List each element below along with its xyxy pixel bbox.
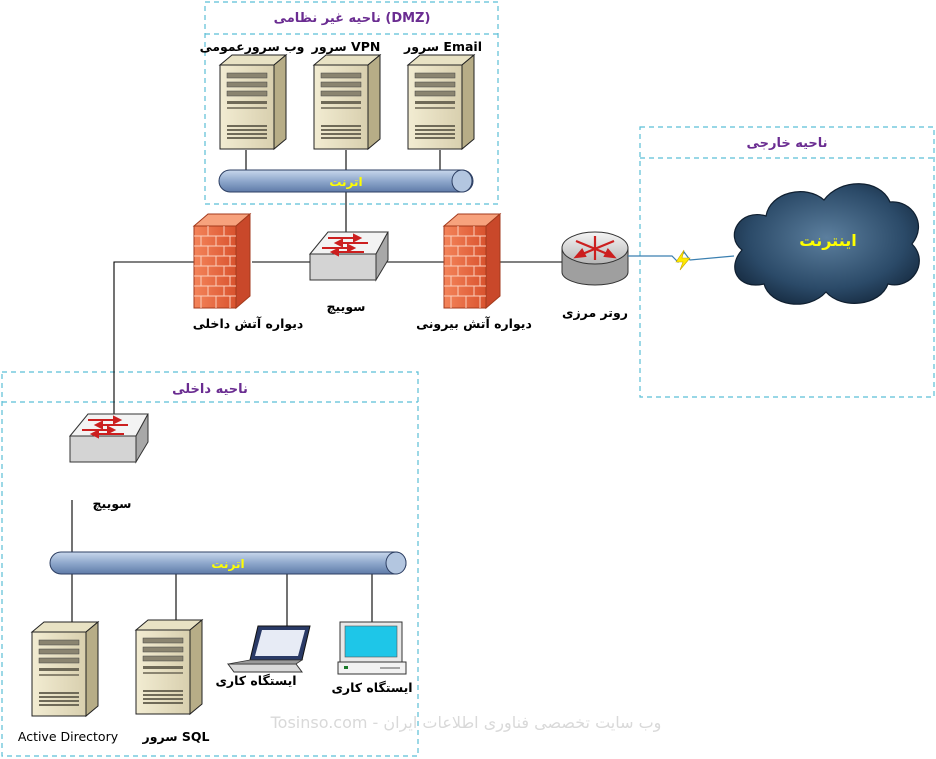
internal-switch: سوییچ bbox=[69, 413, 149, 511]
border-router: روتر مرزی bbox=[561, 231, 629, 320]
dmz-ethernet-bus: اترنت bbox=[218, 169, 474, 193]
sql-server-label: سرور SQL bbox=[142, 729, 210, 744]
vpn-server: سرور VPN bbox=[311, 39, 381, 150]
watermark: Tosinso.com - وب سایت تخصصی فناوری اطلاع… bbox=[270, 713, 662, 733]
internal-zone-label: ناحیه داخلی bbox=[172, 382, 248, 397]
desktop-label: ایستگاه کاری bbox=[331, 680, 412, 695]
internet-label: اینترنت bbox=[799, 231, 856, 250]
dmz-bus-label: اترنت bbox=[329, 175, 362, 189]
internal-bus-label: اترنت bbox=[211, 557, 244, 571]
dmz-zone: ناحیه غیر نظامی (DMZ) bbox=[204, 1, 499, 205]
email-server: سرور Email bbox=[403, 39, 482, 150]
external-zone-label: ناحیه خارجی bbox=[746, 136, 827, 151]
internal-ethernet-bus: اترنت bbox=[49, 551, 407, 575]
dmz-zone-label: ناحیه غیر نظامی (DMZ) bbox=[274, 11, 431, 26]
core-switch: سوییچ bbox=[309, 231, 389, 314]
internal-firewall: دیواره آتش داخلی bbox=[193, 213, 304, 331]
internal-firewall-label: دیواره آتش داخلی bbox=[193, 316, 304, 331]
active-directory-server: Active Directory bbox=[18, 621, 119, 744]
vpn-server-label: سرور VPN bbox=[311, 39, 381, 54]
laptop-label: ایستگاه کاری bbox=[215, 673, 296, 688]
connection-wires bbox=[71, 150, 564, 626]
external-zone: ناحیه خارجی bbox=[639, 126, 935, 398]
desktop-workstation: ایستگاه کاری bbox=[331, 621, 413, 695]
external-firewall-label: دیواره آتش بیرونی bbox=[416, 316, 532, 331]
sql-server: سرور SQL bbox=[135, 619, 210, 744]
core-switch-label: سوییچ bbox=[327, 299, 366, 314]
active-directory-label: Active Directory bbox=[18, 729, 119, 744]
internet-cloud: اینترنت bbox=[733, 183, 920, 305]
web-server-label: وب سرورعمومی bbox=[200, 39, 305, 54]
border-router-label: روتر مرزی bbox=[562, 305, 628, 320]
laptop-workstation: ایستگاه کاری bbox=[215, 625, 311, 688]
email-server-label: سرور Email bbox=[403, 39, 482, 54]
internal-switch-label: سوییچ bbox=[93, 496, 132, 511]
web-server: وب سرورعمومی bbox=[200, 39, 305, 150]
internal-zone: ناحیه داخلی bbox=[1, 371, 419, 757]
external-firewall: دیواره آتش بیرونی bbox=[416, 213, 532, 331]
wan-link bbox=[628, 249, 735, 271]
